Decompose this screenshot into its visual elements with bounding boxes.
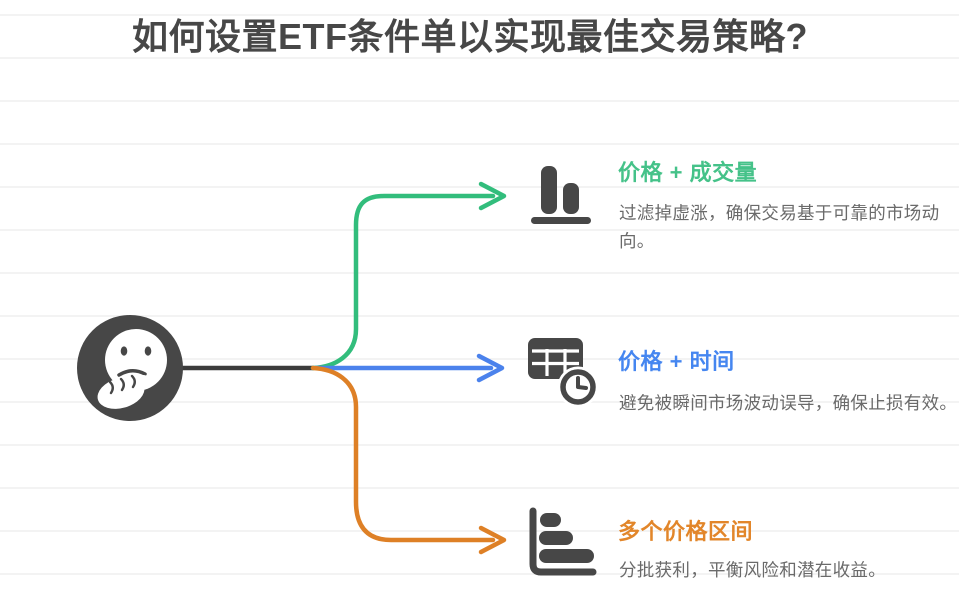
branch-line-price-ranges	[310, 365, 496, 543]
arrowhead-orange-icon	[478, 525, 507, 555]
table-clock-icon	[528, 338, 599, 408]
horizontal-bar-chart-icon	[529, 507, 597, 576]
branch-description-price-time: 避免被瞬间市场波动误导，确保止损有效。	[619, 393, 958, 413]
page-title: 如何设置ETF条件单以实现最佳交易策略?	[132, 16, 808, 57]
arrowhead-green-icon	[478, 181, 507, 211]
branch-heading-price-ranges: 多个价格区间	[618, 519, 754, 544]
branch-description-price-ranges: 分批获利，平衡风险和潜在收益。	[619, 560, 886, 580]
arrowhead-blue-icon	[476, 353, 505, 383]
branch-line-price-volume	[310, 193, 496, 371]
branch-description-price-volume: 过滤掉虚涨，确保交易基于可靠的市场动 向。	[619, 203, 940, 251]
bar-chart-icon	[531, 166, 591, 224]
branch-heading-price-volume: 价格 + 成交量	[618, 160, 758, 185]
thinking-face-icon	[77, 315, 183, 421]
branch-heading-price-time: 价格 + 时间	[618, 349, 735, 374]
